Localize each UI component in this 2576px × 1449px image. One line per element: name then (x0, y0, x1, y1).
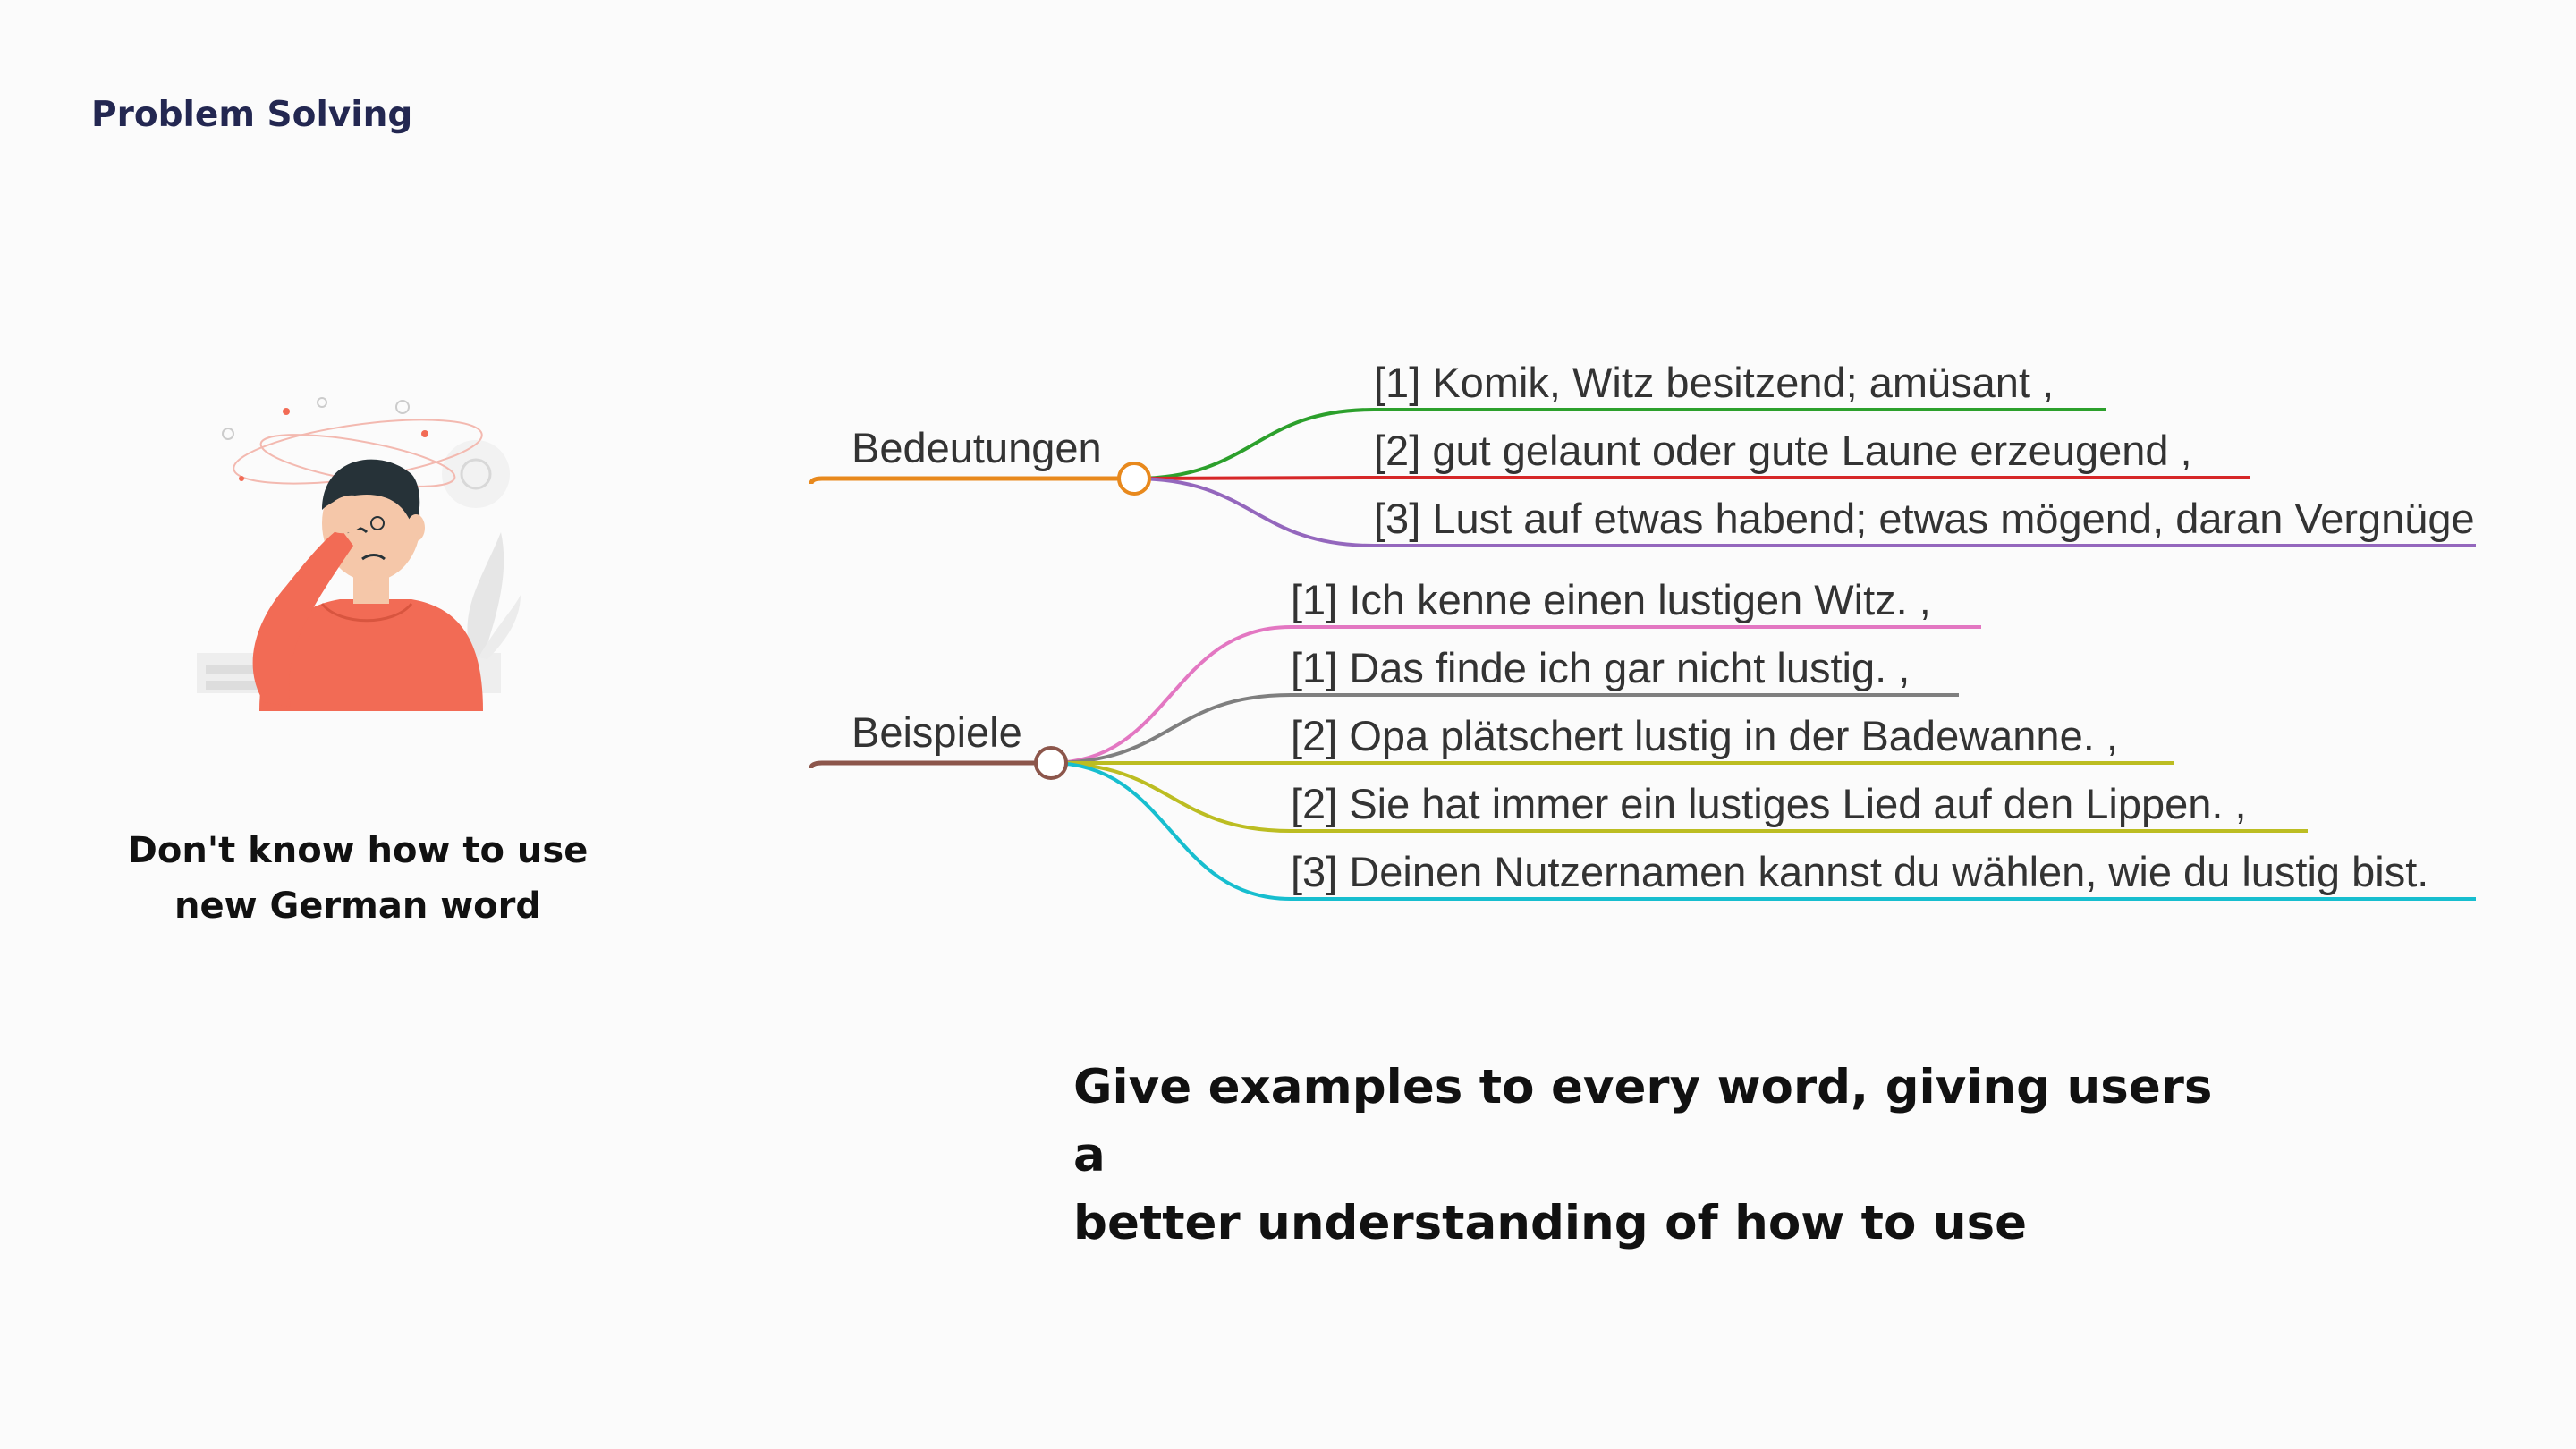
mindmap-edge (1133, 477, 2476, 547)
mindmap-edge (1133, 408, 2106, 480)
confused-person-illustration (197, 397, 521, 711)
mindmap-branch-label: Beispiele (852, 708, 1022, 756)
solution-line-2: better understanding of how to use (1073, 1196, 2028, 1250)
mindmap-child-label: [1] Ich kenne einen lustigen Witz. , (1291, 576, 1931, 623)
mindmap-node-toggle[interactable] (1034, 746, 1068, 780)
mindmap-child-label: [3] Deinen Nutzernamen kannst du wählen,… (1291, 848, 2428, 895)
mindmap-branch: [1] Ich kenne einen lustigen Witz. , [1] … (809, 576, 2476, 901)
mindmap-edge (1050, 761, 2308, 833)
mindmap-child-label: [2] Sie hat immer ein lustiges Lied auf … (1291, 780, 2247, 827)
solution-line-1: Give examples to every word, giving user… (1073, 1060, 2213, 1182)
slide-label: Problem Solving (91, 95, 413, 135)
mindmap-branch-line (809, 760, 1051, 769)
mindmap-branch: [1] Komik, Witz besitzend; amüsant , [2] … (809, 359, 2576, 547)
mindmap-branch-label: Bedeutungen (852, 424, 1102, 471)
mindmap-branch-line (809, 476, 1134, 485)
mindmap-child-label: [2] Opa plätschert lustig in der Badewan… (1291, 712, 2118, 759)
mindmap-child-label: [1] Das finde ich gar nicht lustig. , (1291, 644, 1910, 691)
mindmap-edge (1050, 693, 1959, 765)
mindmap-edge (1050, 625, 1981, 765)
mindmap-child-label: [1] Komik, Witz besitzend; amüsant , (1374, 359, 2054, 406)
solution-caption: Give examples to every word, giving user… (1073, 1054, 2236, 1258)
problem-caption: Don't know how to use new German word (89, 823, 626, 934)
problem-line-1: Don't know how to use (127, 830, 589, 871)
problem-line-2: new German word (174, 886, 542, 927)
mindmap-node-toggle[interactable] (1117, 462, 1151, 496)
mindmap-edge (1050, 761, 2476, 901)
mindmap-child-label: [3] Lust auf etwas habend; etwas mögend,… (1374, 495, 2576, 542)
mindmap-child-label: [2] gut gelaunt oder gute Laune erzeugen… (1374, 427, 2192, 474)
mindmap-edge (1133, 476, 2250, 480)
